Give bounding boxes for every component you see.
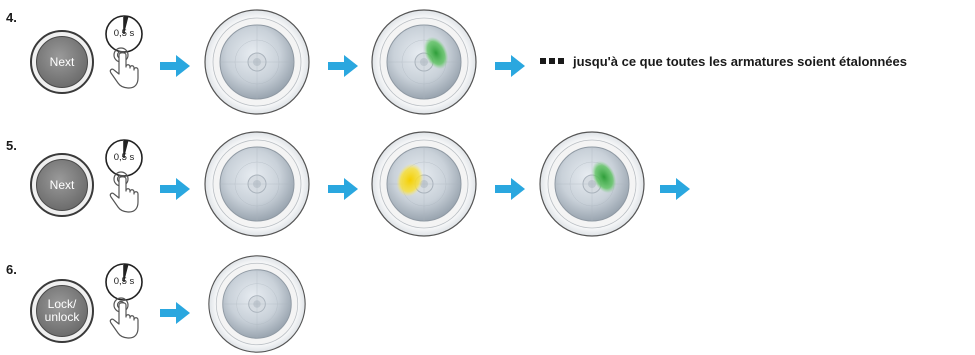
step-number: 6. xyxy=(6,262,17,277)
arrow-right-icon xyxy=(160,178,190,200)
hand-press-icon xyxy=(103,296,143,340)
lamp-icon xyxy=(203,254,311,354)
next-button: Next xyxy=(30,153,94,217)
lamp-green-icon xyxy=(370,8,478,116)
button-label: Next xyxy=(36,159,88,211)
arrow-right-icon xyxy=(495,178,525,200)
timer-label: 0,5 s xyxy=(113,276,135,287)
timer-label: 0,5 s xyxy=(113,28,135,39)
lamp-green-icon xyxy=(538,130,646,238)
arrow-right-icon xyxy=(160,55,190,77)
lock-unlock-button: Lock/ unlock xyxy=(30,279,94,343)
arrow-right-icon xyxy=(660,178,690,200)
arrow-right-icon xyxy=(328,55,358,77)
timer-label: 0,5 s xyxy=(113,152,135,163)
lamp-icon xyxy=(203,8,311,116)
step-number: 4. xyxy=(6,10,17,25)
next-button: Next xyxy=(30,30,94,94)
button-label: Next xyxy=(36,36,88,88)
button-label: Lock/ unlock xyxy=(36,285,88,337)
caption: jusqu'à ce que toutes les armatures soie… xyxy=(573,54,907,69)
stopwatch-icon: 0,5 s xyxy=(104,138,144,178)
hand-press-icon xyxy=(103,46,143,90)
ellipsis-icon xyxy=(540,58,564,64)
stopwatch-icon: 0,5 s xyxy=(104,14,144,54)
arrow-right-icon xyxy=(328,178,358,200)
arrow-right-icon xyxy=(495,55,525,77)
arrow-right-icon xyxy=(160,302,190,324)
lamp-icon xyxy=(203,130,311,238)
lamp-yellow-icon xyxy=(370,130,478,238)
hand-press-icon xyxy=(103,170,143,214)
stopwatch-icon: 0,5 s xyxy=(104,262,144,302)
step-number: 5. xyxy=(6,138,17,153)
